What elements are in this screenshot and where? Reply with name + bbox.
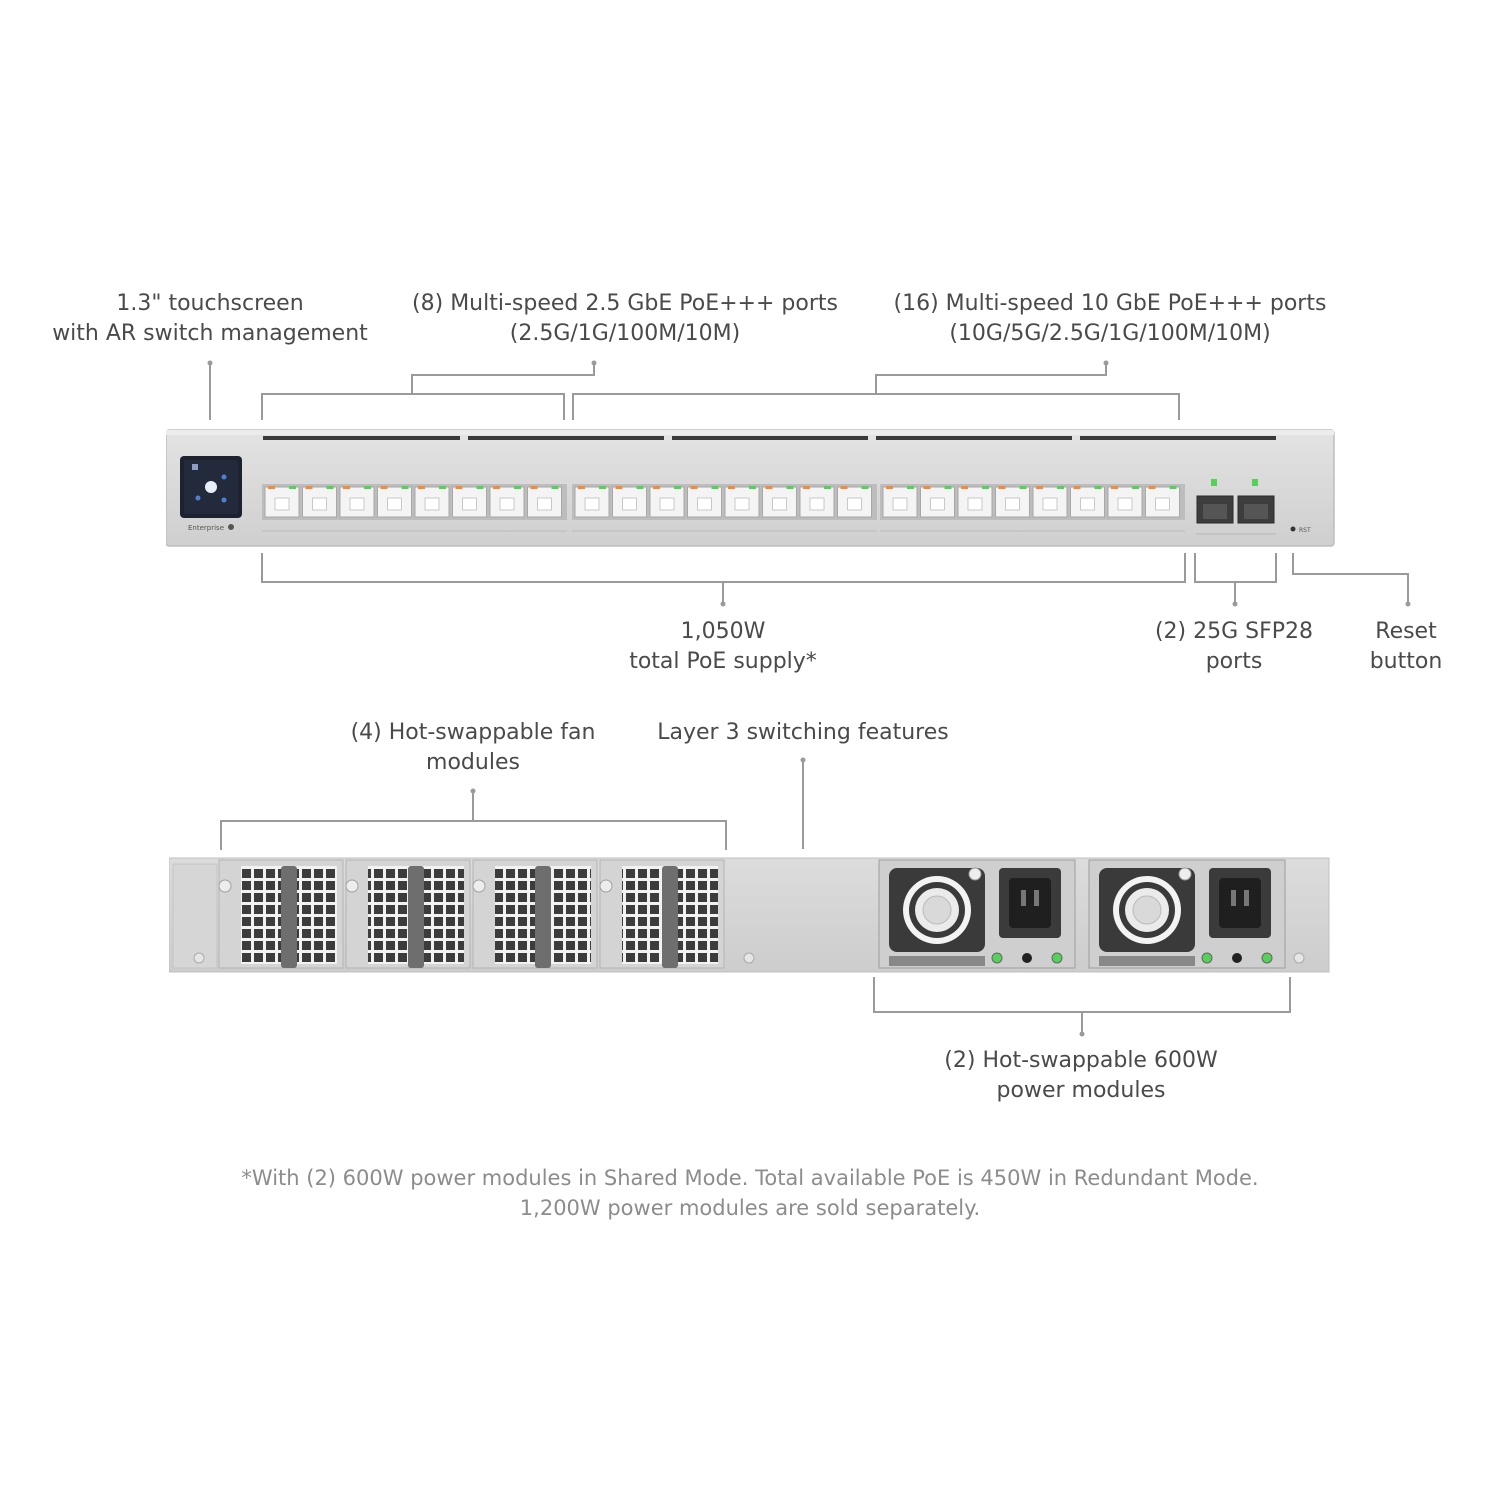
touchscreen-label-line1: 1.3" touchscreen	[116, 291, 304, 316]
reset-text: RST	[1299, 527, 1311, 534]
power-label-line2: power modules	[996, 1078, 1166, 1103]
fan-module[interactable]	[218, 859, 344, 969]
rj45-port[interactable]	[649, 486, 685, 518]
rj45-port[interactable]	[377, 486, 412, 518]
reset-label-line2: button	[1369, 649, 1443, 674]
switch-rear-panel	[169, 857, 1330, 973]
rj45-port[interactable]	[920, 486, 955, 518]
rj45-port[interactable]	[882, 486, 918, 518]
footnote-line2: 1,200W power modules are sold separately…	[519, 1196, 981, 1220]
rj45-port[interactable]	[574, 486, 610, 518]
rj45-port[interactable]	[837, 486, 872, 518]
fans-label-line1: (4) Hot-swappable fan	[350, 720, 596, 745]
rj45-port[interactable]	[527, 486, 562, 518]
rj45-port[interactable]	[995, 486, 1030, 518]
rj45-port[interactable]	[957, 486, 993, 518]
footnote-line1: *With (2) 600W power modules in Shared M…	[241, 1166, 1259, 1190]
fans-label: (4) Hot-swappable fan modules	[323, 718, 623, 778]
rj45-port[interactable]	[687, 486, 722, 518]
reset-button[interactable]	[1290, 526, 1296, 532]
layer3-label-line1: Layer 3 switching features	[657, 720, 949, 745]
reset-label: Reset button	[1346, 617, 1466, 677]
rj45-port[interactable]	[1070, 486, 1105, 518]
switch-front-panel: Enterprise RST	[166, 429, 1335, 547]
ports-10g-label-line1: (16) Multi-speed 10 GbE PoE+++ ports	[893, 291, 1327, 316]
rj45-port[interactable]	[1145, 486, 1180, 518]
rj45-port[interactable]	[1032, 486, 1068, 518]
sfp28-port-1[interactable]	[1196, 479, 1234, 524]
poe-supply-label: 1,050W total PoE supply*	[573, 617, 873, 677]
ports-2-5g-label-line1: (8) Multi-speed 2.5 GbE PoE+++ ports	[412, 291, 838, 316]
layer3-label: Layer 3 switching features	[633, 718, 973, 748]
power-label-line1: (2) Hot-swappable 600W	[944, 1048, 1218, 1073]
sfp28-label-line2: ports	[1205, 649, 1263, 674]
brand-text: Enterprise	[188, 524, 224, 532]
sfp28-label: (2) 25G SFP28 ports	[1134, 617, 1334, 677]
rj45-port[interactable]	[724, 486, 760, 518]
touchscreen-display[interactable]	[180, 456, 242, 518]
ports-10g-label: (16) Multi-speed 10 GbE PoE+++ ports (10…	[880, 289, 1340, 349]
sfp28-label-line1: (2) 25G SFP28	[1154, 619, 1314, 644]
rj45-port[interactable]	[414, 486, 450, 518]
ports-2-5g-label: (8) Multi-speed 2.5 GbE PoE+++ ports (2.…	[400, 289, 850, 349]
fans-label-line2: modules	[426, 750, 520, 775]
power-module[interactable]	[878, 859, 1076, 969]
rj45-port[interactable]	[612, 486, 647, 518]
rj45-port[interactable]	[799, 486, 835, 518]
poe-supply-label-line1: 1,050W	[680, 619, 766, 644]
fan-module[interactable]	[472, 859, 598, 969]
touchscreen-label-line2: with AR switch management	[52, 321, 368, 346]
footnote: *With (2) 600W power modules in Shared M…	[0, 1163, 1500, 1223]
fan-module[interactable]	[599, 859, 725, 969]
rj45-port[interactable]	[264, 486, 300, 518]
power-label: (2) Hot-swappable 600W power modules	[921, 1046, 1241, 1106]
touchscreen-label: 1.3" touchscreen with AR switch manageme…	[40, 289, 380, 349]
rj45-port[interactable]	[1107, 486, 1143, 518]
reset-label-line1: Reset	[1375, 619, 1437, 644]
ports-10g-label-line2: (10G/5G/2.5G/1G/100M/10M)	[949, 321, 1271, 346]
rj45-port[interactable]	[452, 486, 487, 518]
ports-2-5g-label-line2: (2.5G/1G/100M/10M)	[509, 321, 741, 346]
rj45-port[interactable]	[339, 486, 375, 518]
fan-module[interactable]	[345, 859, 471, 969]
poe-supply-label-line2: total PoE supply*	[629, 649, 817, 674]
rj45-port[interactable]	[762, 486, 797, 518]
rj45-port[interactable]	[302, 486, 337, 518]
power-module[interactable]	[1088, 859, 1286, 969]
rj45-port[interactable]	[489, 486, 525, 518]
sfp28-port-2[interactable]	[1237, 479, 1275, 524]
